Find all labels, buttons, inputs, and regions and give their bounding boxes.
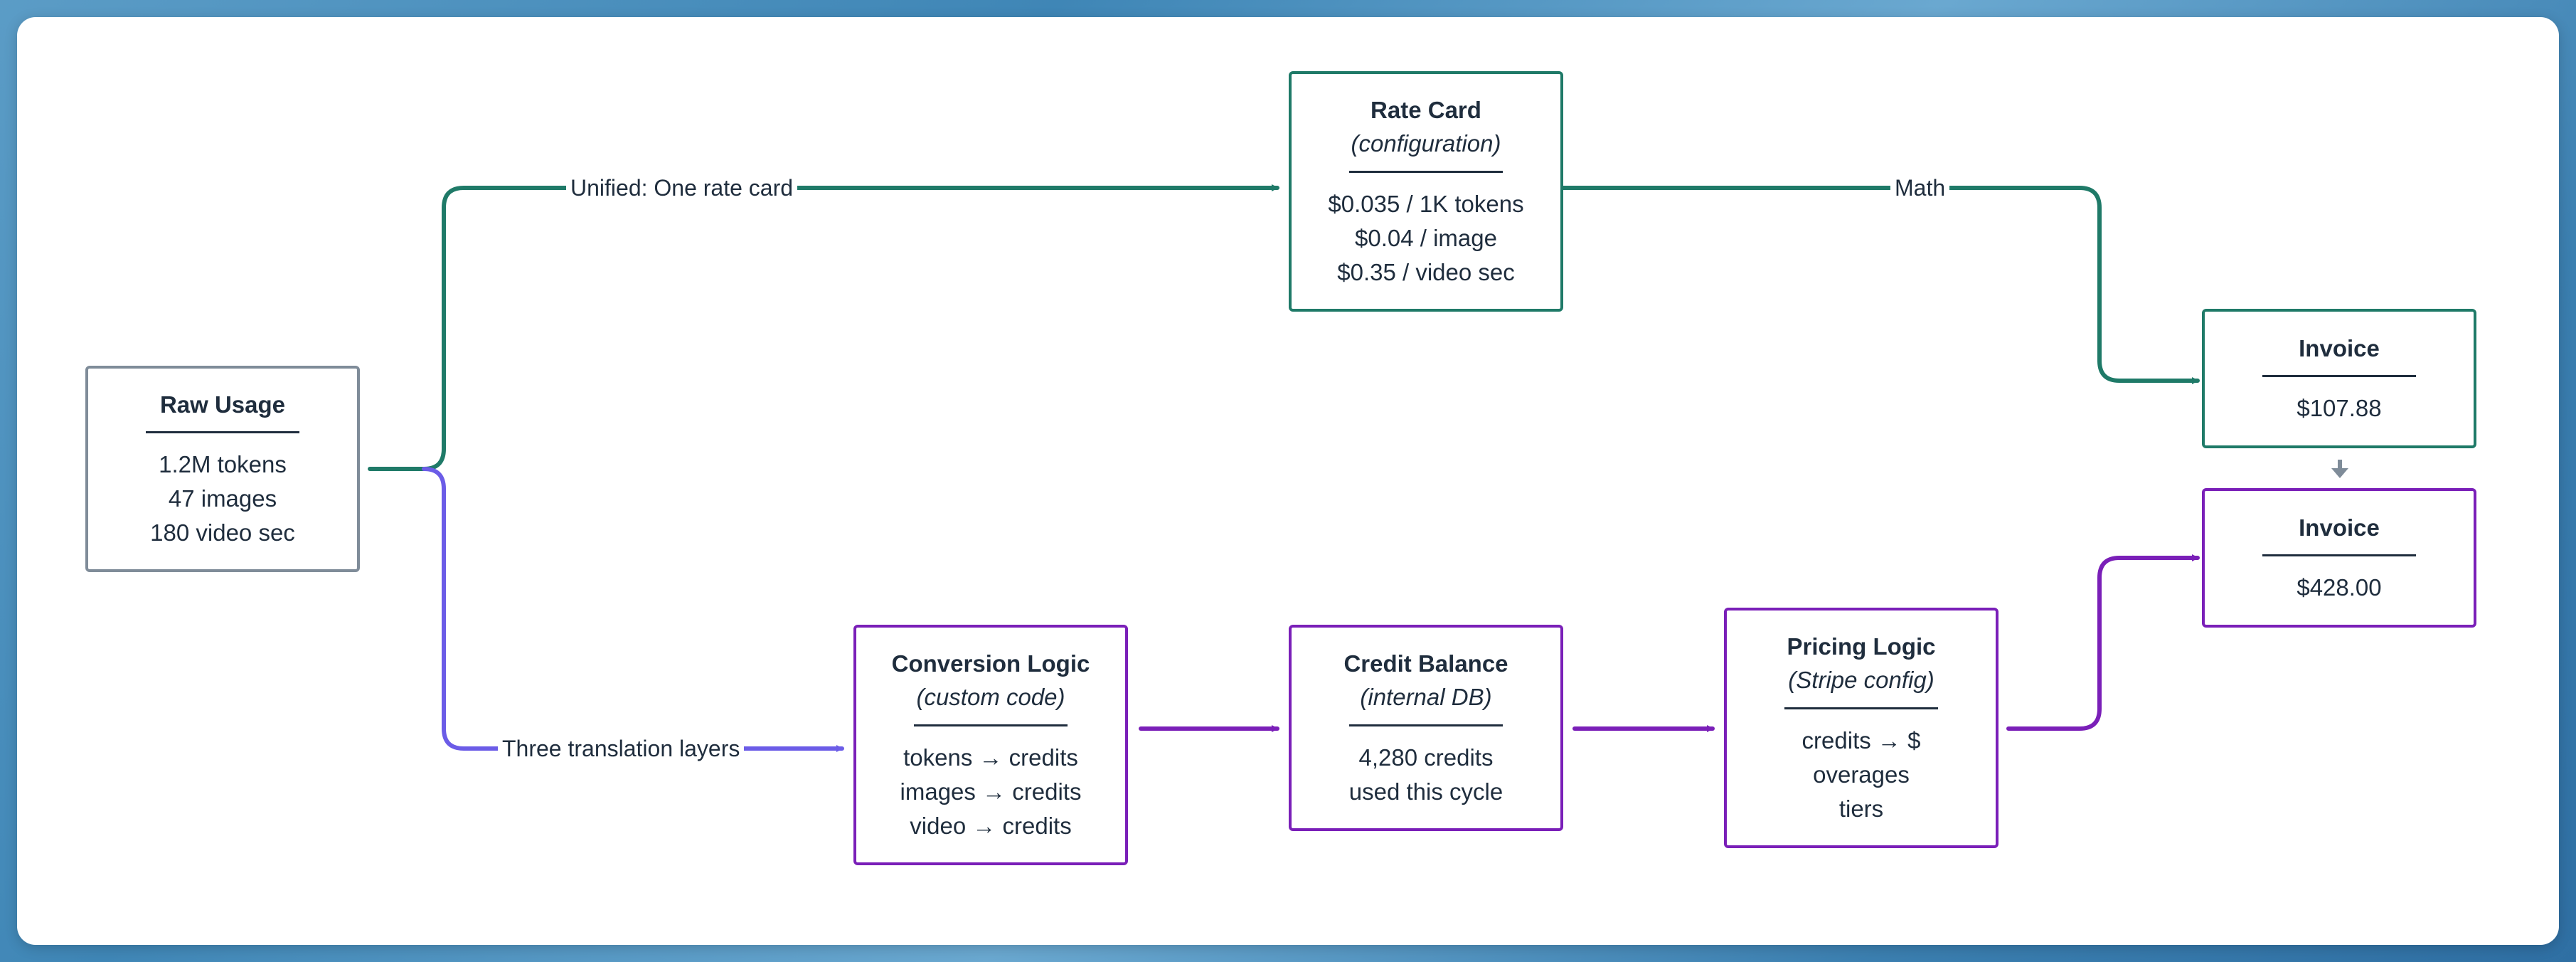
conversion-logic-line: tokens → credits: [903, 744, 1078, 771]
connector-layer: [368, 184, 2348, 752]
raw-usage-node: Raw Usage 1.2M tokens 47 images 180 vide…: [85, 366, 360, 572]
credit-balance-node: Credit Balance (internal DB) 4,280 credi…: [1289, 625, 1563, 831]
invoice-title: Invoice: [2299, 514, 2380, 541]
raw-usage-line: 180 video sec: [150, 519, 295, 546]
rate-card-title: Rate Card: [1371, 96, 1481, 123]
pricing-logic-node: Pricing Logic (Stripe config) credits → …: [1724, 608, 1998, 848]
rate-card-node: Rate Card (configuration) $0.035 / 1K to…: [1289, 71, 1563, 312]
pricing-logic-line: credits → $: [1801, 726, 1921, 754]
divider: [2262, 374, 2416, 377]
edge-pricing-to-invoice: [2006, 554, 2200, 731]
arrow-down-icon: [2331, 460, 2348, 478]
credit-balance-line: 4,280 credits: [1358, 744, 1494, 771]
edge-label-legacy: Three translation layers: [498, 734, 745, 763]
conversion-logic-node: Conversion Logic (custom code) tokens → …: [853, 625, 1128, 865]
rate-card-line: $0.035 / 1K tokens: [1328, 190, 1524, 217]
edge-unified-raw-to-ratecard: [368, 184, 1279, 471]
divider: [1349, 724, 1503, 726]
divider: [1784, 707, 1938, 709]
pricing-logic-line: overages: [1813, 761, 1910, 788]
credit-balance-subtitle: (internal DB): [1360, 683, 1492, 710]
invoice-unified-node: Invoice $107.88: [2202, 309, 2476, 448]
credit-balance-title: Credit Balance: [1343, 650, 1508, 677]
rate-card-subtitle: (configuration): [1351, 130, 1501, 157]
edge-legacy-raw-to-conversion: [422, 467, 844, 752]
conversion-logic-line: video → credits: [910, 812, 1072, 839]
raw-usage-line: 1.2M tokens: [159, 450, 287, 477]
raw-usage-title: Raw Usage: [159, 391, 286, 418]
pricing-logic-line: tiers: [1838, 795, 1884, 822]
invoice-legacy-node: Invoice $428.00: [2202, 488, 2476, 628]
divider: [1349, 170, 1503, 173]
rate-card-line: $0.04 / image: [1355, 224, 1497, 251]
pricing-logic-subtitle: (Stripe config): [1788, 666, 1934, 693]
diagram-canvas: Unified: One rate card Math Three transl…: [17, 17, 2559, 945]
edge-label-unified: Unified: One rate card: [566, 174, 798, 202]
invoice-amount: $107.88: [2296, 394, 2382, 421]
pricing-logic-title: Pricing Logic: [1787, 633, 1936, 660]
divider: [2262, 554, 2416, 556]
invoice-title: Invoice: [2299, 334, 2380, 361]
divider: [146, 430, 299, 433]
raw-usage-line: 47 images: [168, 485, 277, 512]
conversion-logic-title: Conversion Logic: [891, 650, 1090, 677]
divider: [914, 724, 1068, 726]
edge-unified-ratecard-to-invoice: [1518, 186, 2200, 384]
conversion-logic-line: images → credits: [900, 778, 1082, 805]
edge-label-math: Math: [1890, 174, 1950, 202]
rate-card-line: $0.35 / video sec: [1337, 258, 1515, 285]
conversion-logic-subtitle: (custom code): [916, 683, 1065, 710]
invoice-amount: $428.00: [2296, 574, 2382, 601]
credit-balance-line: used this cycle: [1348, 778, 1503, 805]
